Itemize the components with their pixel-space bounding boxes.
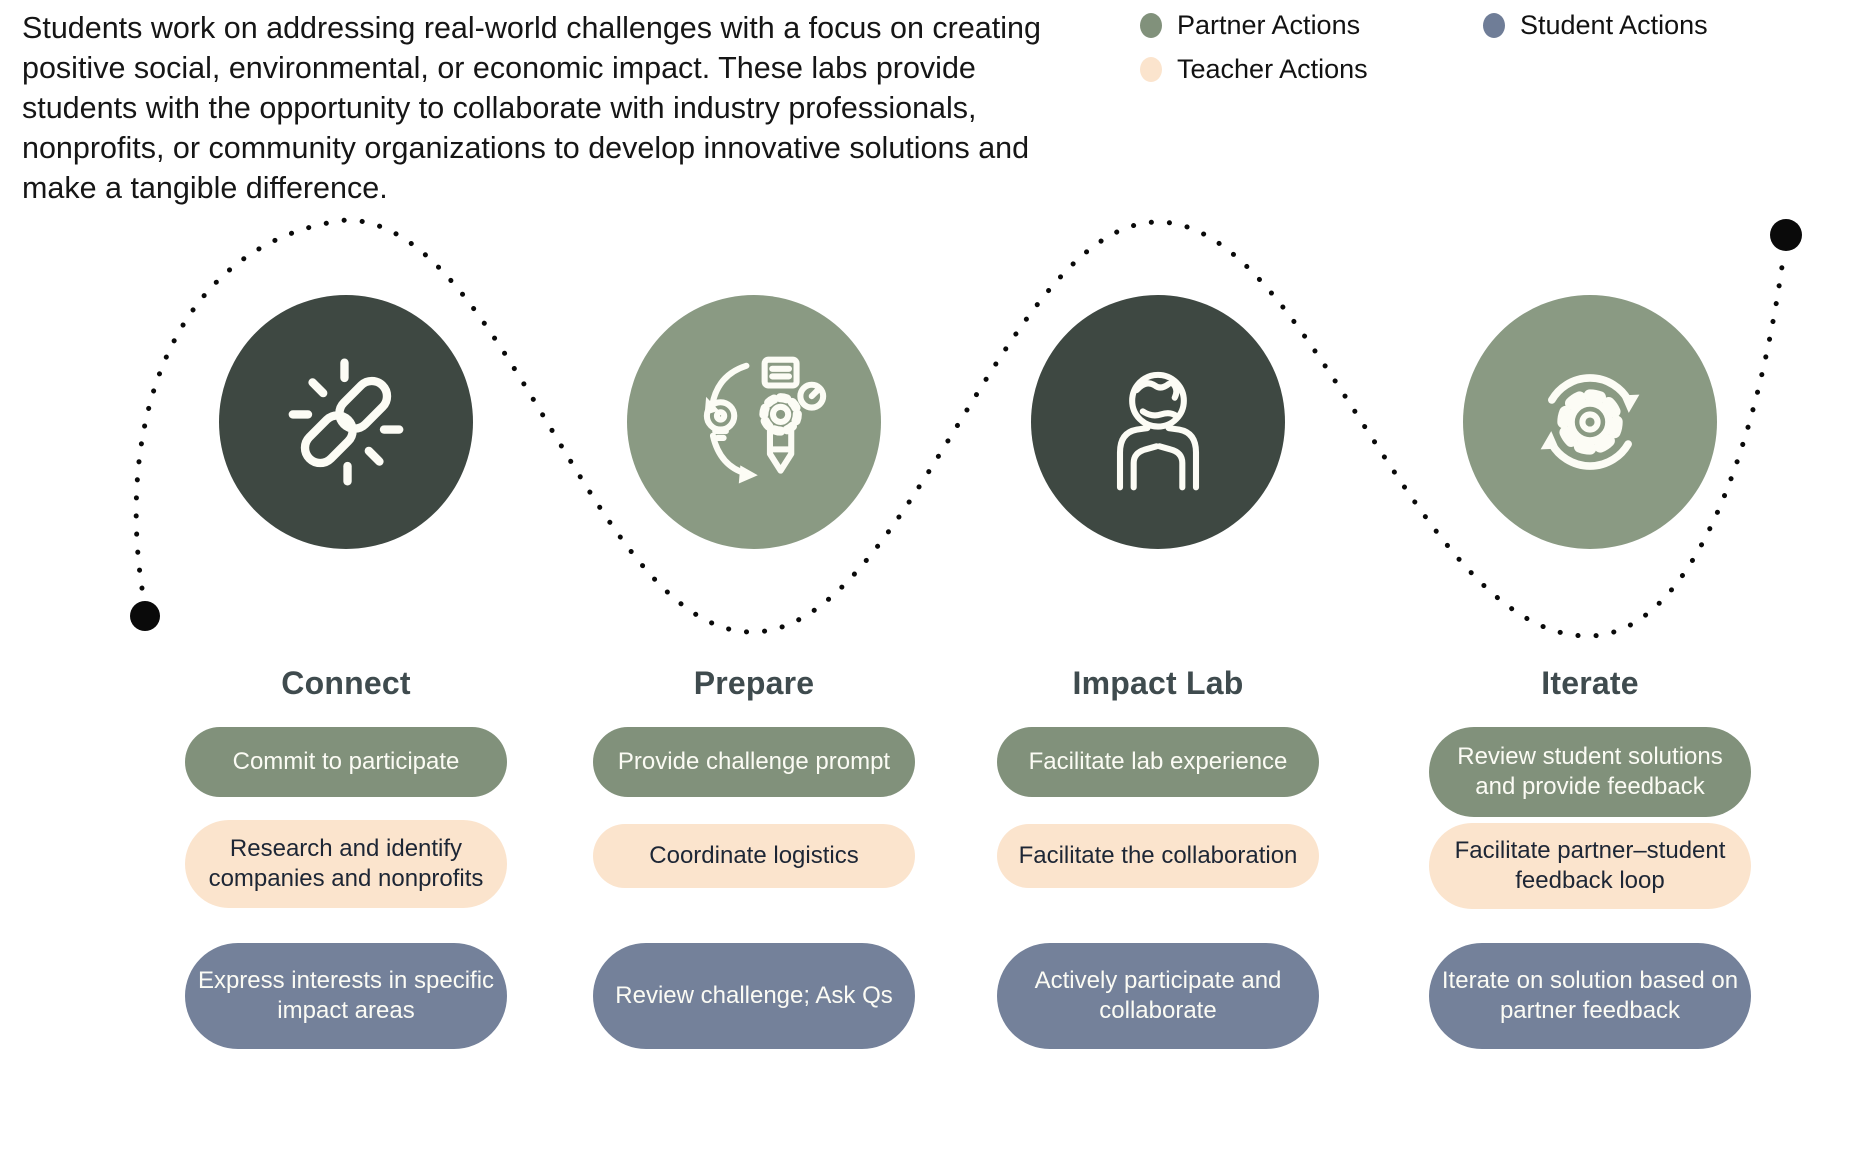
action-pill-teacher: Facilitate partner–student feedback loop — [1429, 823, 1751, 909]
stage-circle-connect — [219, 295, 473, 549]
student-actions-label: Student Actions — [1520, 9, 1708, 40]
partner-actions-label: Partner Actions — [1177, 9, 1361, 40]
student-actions-dot — [1483, 12, 1505, 38]
stage-circle-impact-lab — [1031, 295, 1285, 549]
path-end-dot — [1770, 219, 1802, 251]
intro-paragraph: Students work on addressing real-world c… — [22, 11, 1041, 205]
action-pill-teacher: Research and identify companies and nonp… — [185, 820, 507, 908]
stage-title-iterate: Iterate — [1541, 665, 1639, 701]
action-pill-partner: Facilitate lab experience — [997, 727, 1319, 797]
teacher-actions-dot — [1140, 56, 1162, 82]
action-pill-student: Actively participate and collaborate — [997, 943, 1319, 1049]
chain-link-icon — [288, 358, 404, 486]
teacher-actions-label: Teacher Actions — [1177, 53, 1368, 84]
action-pill-partner: Commit to participate — [185, 727, 507, 797]
action-pill-student: Express interests in specific impact are… — [185, 943, 507, 1049]
stage-circle-iterate — [1463, 295, 1717, 549]
partner-actions-dot — [1140, 12, 1162, 38]
action-pill-student: Iterate on solution based on partner fee… — [1429, 943, 1751, 1049]
action-pill-partner: Provide challenge prompt — [593, 727, 915, 797]
action-pill-teacher: Facilitate the collaboration — [997, 824, 1319, 888]
stage-title-impact-lab: Impact Lab — [1072, 665, 1244, 701]
legend-item-teacher: Teacher Actions — [1140, 54, 1368, 84]
ideation-pencil-icon — [703, 356, 827, 484]
action-pill-partner: Review student solutions and provide fee… — [1429, 727, 1751, 817]
gear-cycle-icon — [1540, 374, 1640, 470]
legend-item-student: Student Actions — [1483, 10, 1708, 40]
path-start-dot — [130, 601, 160, 631]
hands-globe-icon — [1116, 371, 1200, 491]
stage-title-connect: Connect — [281, 665, 411, 701]
stage-circle-prepare — [627, 295, 881, 549]
stage-title-prepare: Prepare — [693, 665, 815, 701]
action-pill-student: Review challenge; Ask Qs — [593, 943, 915, 1049]
legend-item-partner: Partner Actions — [1140, 10, 1360, 40]
action-pill-teacher: Coordinate logistics — [593, 824, 915, 888]
